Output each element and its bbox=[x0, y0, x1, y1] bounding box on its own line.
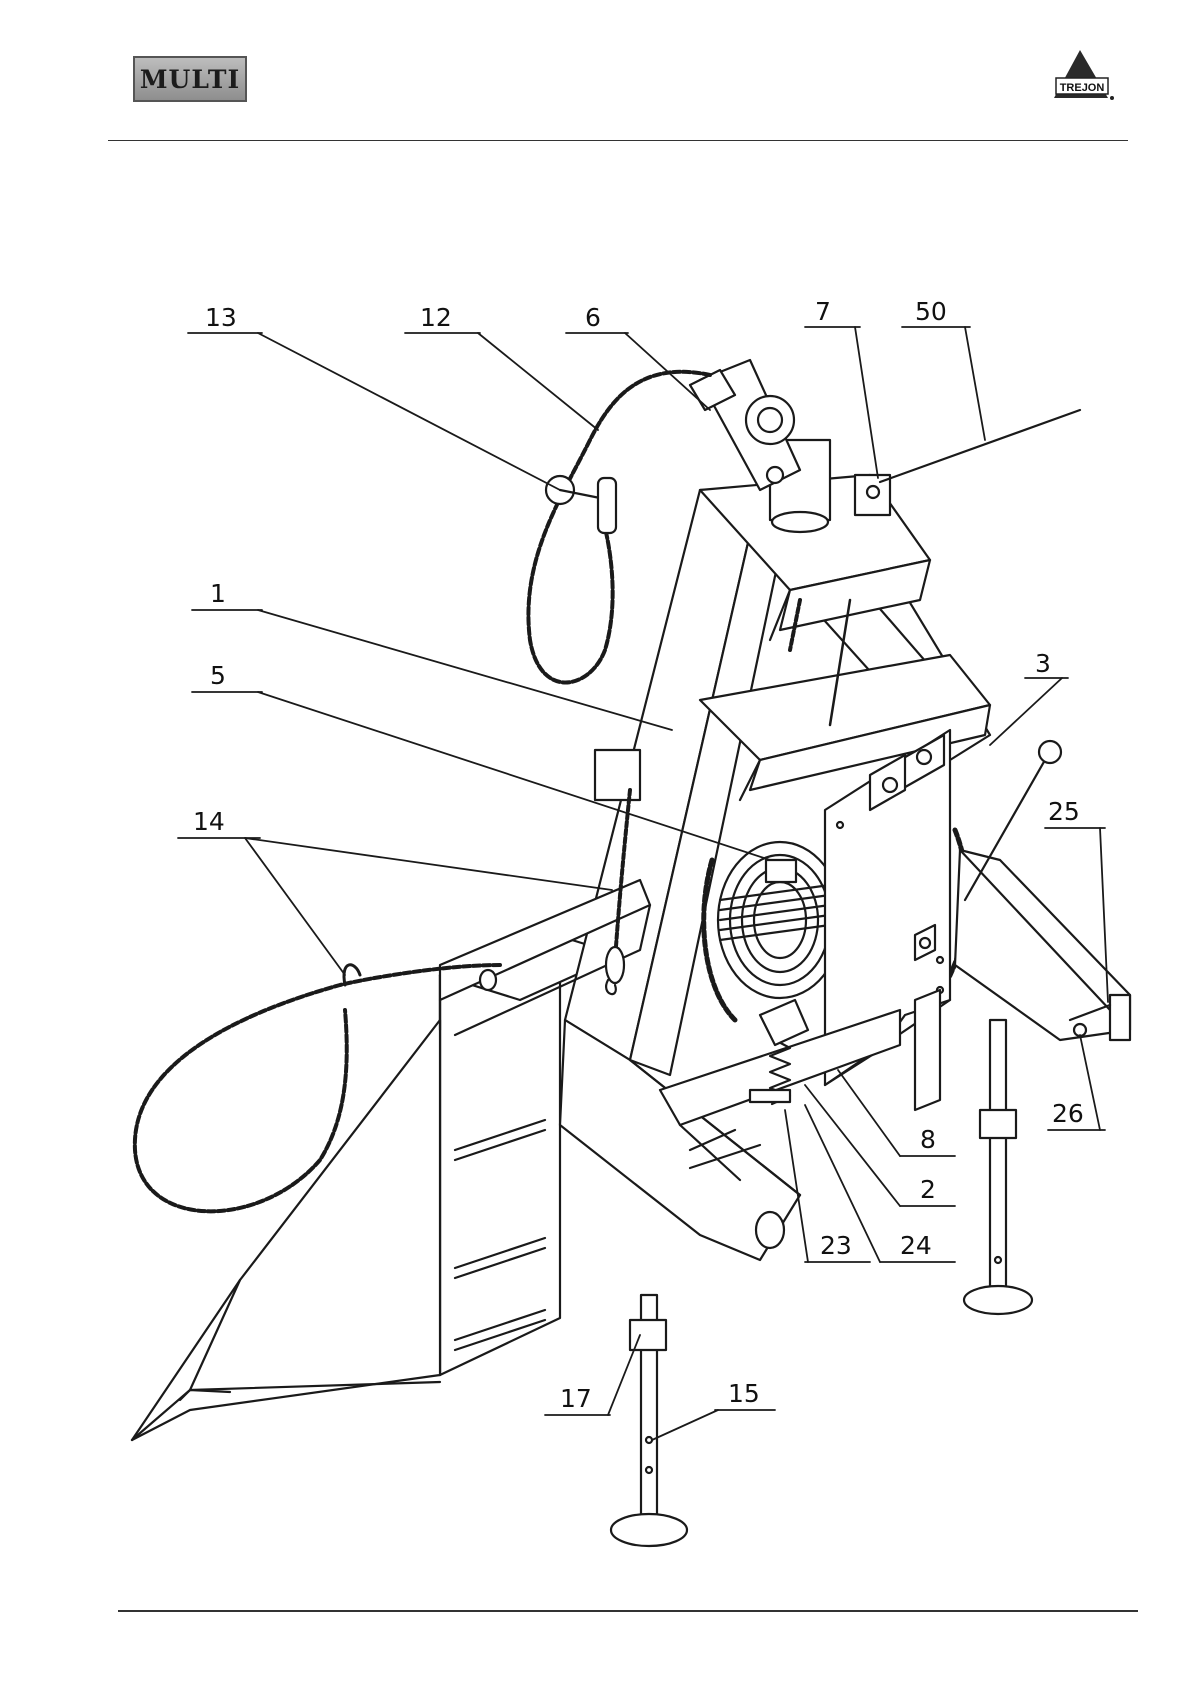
callout-6: 6 bbox=[585, 303, 601, 332]
callout-15: 15 bbox=[728, 1379, 760, 1408]
callout-17: 17 bbox=[560, 1384, 592, 1413]
hook-13 bbox=[546, 476, 616, 533]
callout-23: 23 bbox=[820, 1231, 852, 1260]
callout-12: 12 bbox=[420, 303, 452, 332]
right-wing bbox=[955, 850, 1130, 1040]
callout-24: 24 bbox=[900, 1231, 932, 1260]
callout-8: 8 bbox=[920, 1125, 936, 1154]
footer-rule bbox=[118, 1610, 1138, 1612]
callout-2: 2 bbox=[920, 1175, 936, 1204]
right-leg bbox=[964, 1020, 1032, 1314]
front-plate bbox=[132, 1020, 440, 1440]
handle-lever bbox=[880, 410, 1080, 482]
callout-50: 50 bbox=[915, 297, 947, 326]
callout-1: 1 bbox=[210, 579, 226, 608]
callout-14: 14 bbox=[193, 807, 225, 836]
callout-5: 5 bbox=[210, 661, 226, 690]
left-leg bbox=[611, 1295, 687, 1546]
callout-13: 13 bbox=[205, 303, 237, 332]
callout-25: 25 bbox=[1048, 797, 1080, 826]
callout-3: 3 bbox=[1035, 649, 1051, 678]
callout-7: 7 bbox=[815, 297, 831, 326]
callout-26: 26 bbox=[1052, 1099, 1084, 1128]
